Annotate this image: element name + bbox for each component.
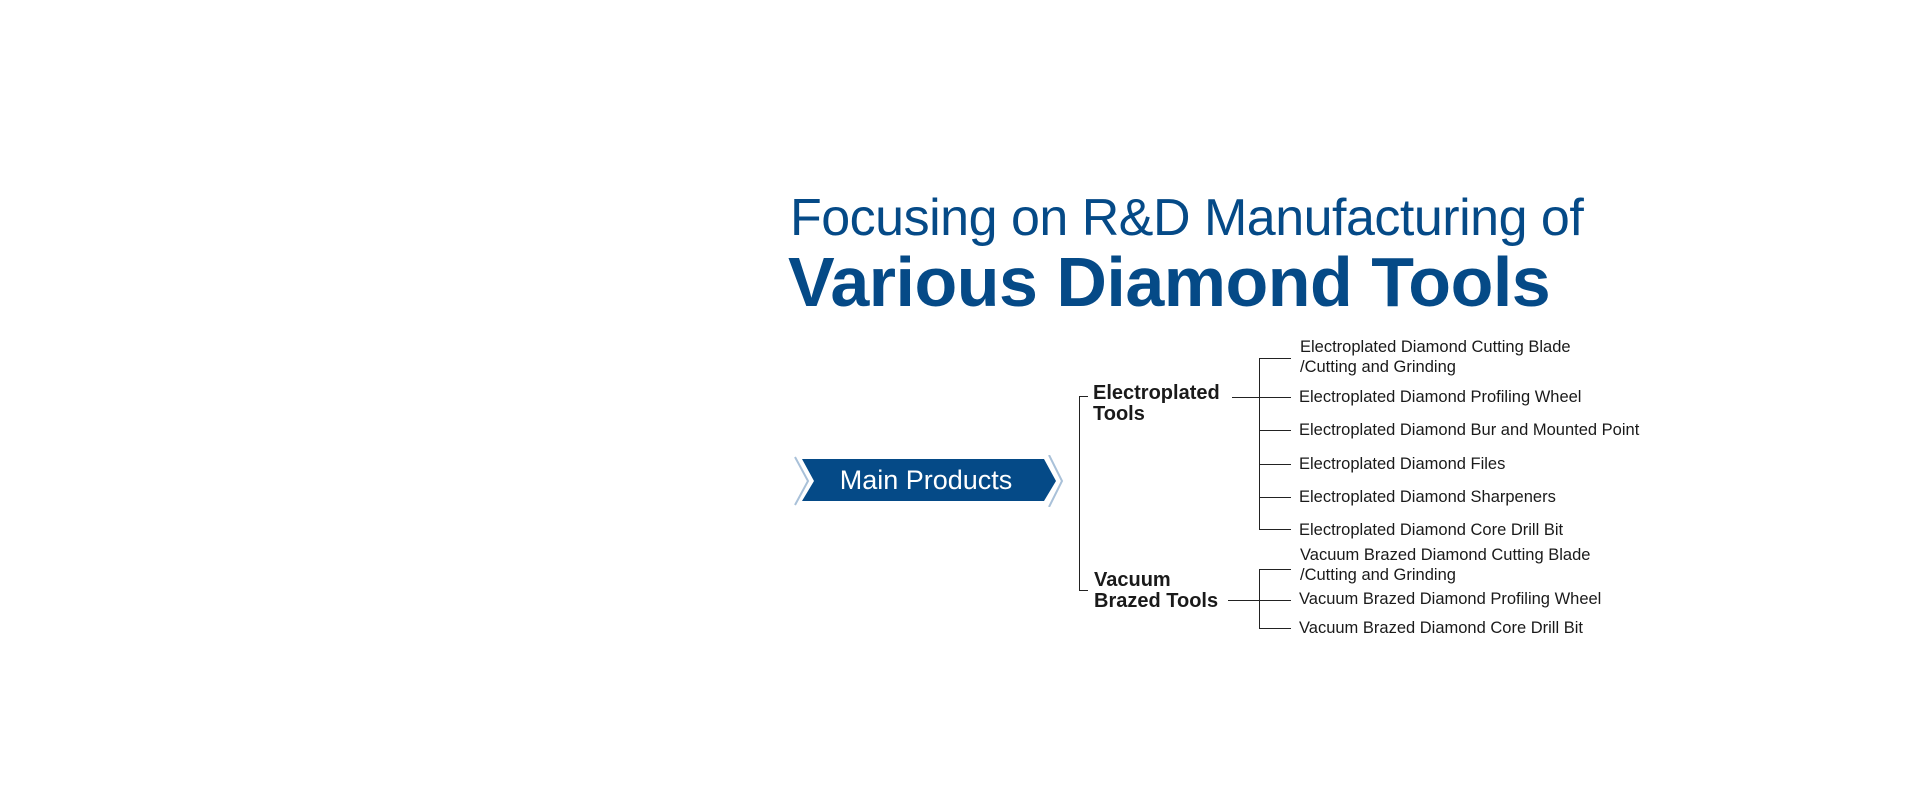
tree-branch-line	[1079, 590, 1088, 591]
item-branch-line	[1259, 600, 1291, 601]
main-products-label: Main Products	[839, 465, 1013, 495]
product-item: Electroplated Diamond Files	[1299, 455, 1506, 473]
item-branch-line	[1259, 497, 1291, 498]
category-vacuum-brazed-tools: Vacuum Brazed Tools	[1094, 570, 1218, 612]
connector-line	[1232, 397, 1259, 398]
category-label: Electroplated	[1093, 382, 1220, 404]
category-label: Vacuum	[1094, 569, 1171, 591]
main-products-banner-shape	[794, 455, 1064, 507]
tree-branch-line	[1079, 396, 1088, 397]
product-item: Vacuum Brazed Diamond Cutting Blade/Cutt…	[1300, 546, 1591, 584]
heading-line1: Focusing on R&D Manufacturing of	[790, 189, 1584, 247]
item-branch-line	[1259, 358, 1291, 359]
item-branch-line	[1259, 464, 1291, 465]
category-label: Tools	[1093, 403, 1145, 425]
item-branch-line	[1259, 529, 1291, 530]
product-item: Vacuum Brazed Diamond Profiling Wheel	[1299, 590, 1602, 608]
product-item: Electroplated Diamond Cutting Blade/Cutt…	[1300, 338, 1571, 376]
connector-line	[1228, 600, 1259, 601]
heading-line2: Various Diamond Tools	[788, 243, 1551, 321]
item-branch-line	[1259, 628, 1291, 629]
item-branch-line	[1259, 569, 1291, 570]
product-item: Electroplated Diamond Bur and Mounted Po…	[1299, 421, 1640, 439]
product-item: Vacuum Brazed Diamond Core Drill Bit	[1299, 619, 1583, 637]
category-label: Brazed Tools	[1094, 590, 1219, 612]
product-item: Electroplated Diamond Sharpeners	[1299, 488, 1556, 506]
sub-trunk-line	[1259, 569, 1260, 629]
product-item: Electroplated Diamond Core Drill Bit	[1299, 521, 1564, 539]
sub-trunk-line	[1259, 358, 1260, 530]
product-item: Electroplated Diamond Profiling Wheel	[1299, 388, 1582, 406]
item-branch-line	[1259, 430, 1291, 431]
tree-trunk-line	[1079, 396, 1080, 591]
category-electroplated-tools: Electroplated Tools	[1093, 383, 1220, 425]
item-branch-line	[1259, 397, 1291, 398]
